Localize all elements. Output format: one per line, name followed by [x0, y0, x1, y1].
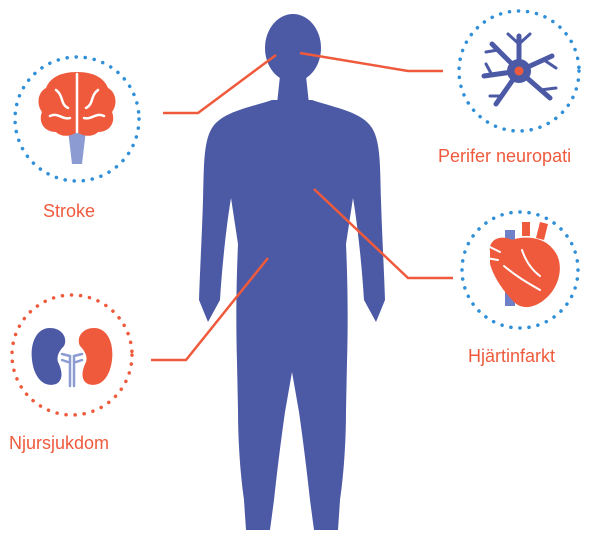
- stroke-icon-group: [15, 57, 139, 181]
- neuropathy-icon-group: [459, 11, 579, 131]
- heart-icon: [486, 222, 560, 307]
- kidney-label: Njursjukdom: [9, 434, 109, 452]
- stroke-label: Stroke: [43, 202, 95, 220]
- neuropathy-connector-line: [300, 53, 443, 71]
- kidneys-icon: [32, 328, 113, 386]
- neuropathy-label: Perifer neuropati: [438, 147, 571, 165]
- heart-label: Hjärtinfarkt: [468, 347, 555, 365]
- kidney-icon-group: [12, 295, 132, 415]
- heart-icon-group: [462, 212, 578, 328]
- neuron-icon: [484, 34, 556, 104]
- brain-icon: [39, 72, 116, 164]
